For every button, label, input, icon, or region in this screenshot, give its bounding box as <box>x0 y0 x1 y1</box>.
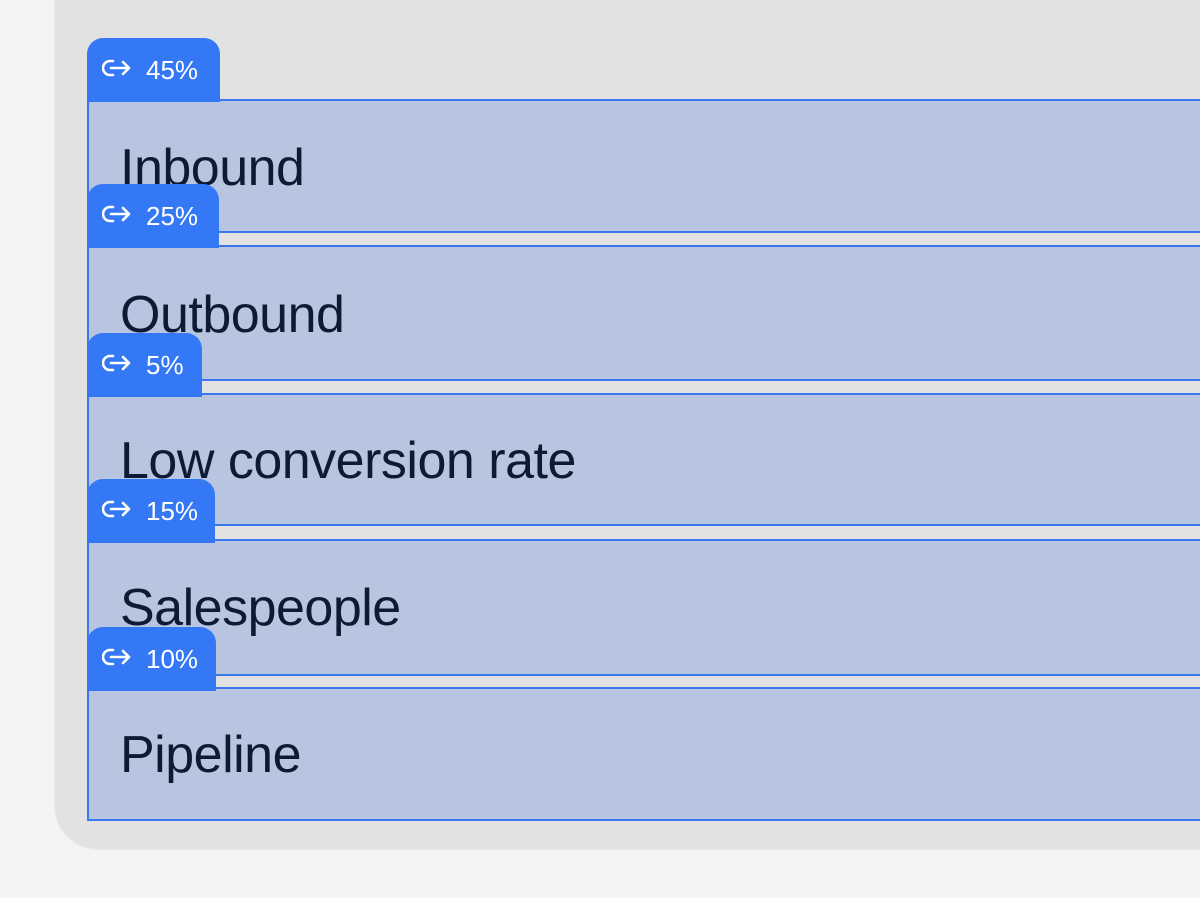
share-value: 15% <box>146 496 199 526</box>
link-arrow-icon <box>102 56 132 80</box>
share-badge-outbound[interactable]: 25% <box>87 184 219 248</box>
link-arrow-icon <box>102 202 132 226</box>
list-item-pipeline[interactable]: Pipeline <box>87 687 1200 821</box>
share-badge-pipeline[interactable]: 10% <box>87 627 216 691</box>
link-arrow-icon <box>102 351 132 375</box>
link-arrow-icon <box>102 645 132 669</box>
list-item-salespeople[interactable]: Salespeople <box>87 539 1200 676</box>
share-badge-inbound[interactable]: 45% <box>87 38 220 102</box>
link-arrow-icon <box>102 497 132 521</box>
item-label: Pipeline <box>120 726 302 784</box>
list-item-outbound[interactable]: Outbound <box>87 245 1200 381</box>
list-item-low-conversion-rate[interactable]: Low conversion rate <box>87 393 1200 526</box>
share-value: 45% <box>146 55 199 85</box>
share-value: 10% <box>146 644 199 674</box>
list-item-inbound[interactable]: Inbound <box>87 99 1200 233</box>
share-badge-salespeople[interactable]: 15% <box>87 479 215 543</box>
share-value: 25% <box>146 201 199 231</box>
share-badge-low-conversion-rate[interactable]: 5% <box>87 333 202 397</box>
share-value: 5% <box>146 350 184 380</box>
